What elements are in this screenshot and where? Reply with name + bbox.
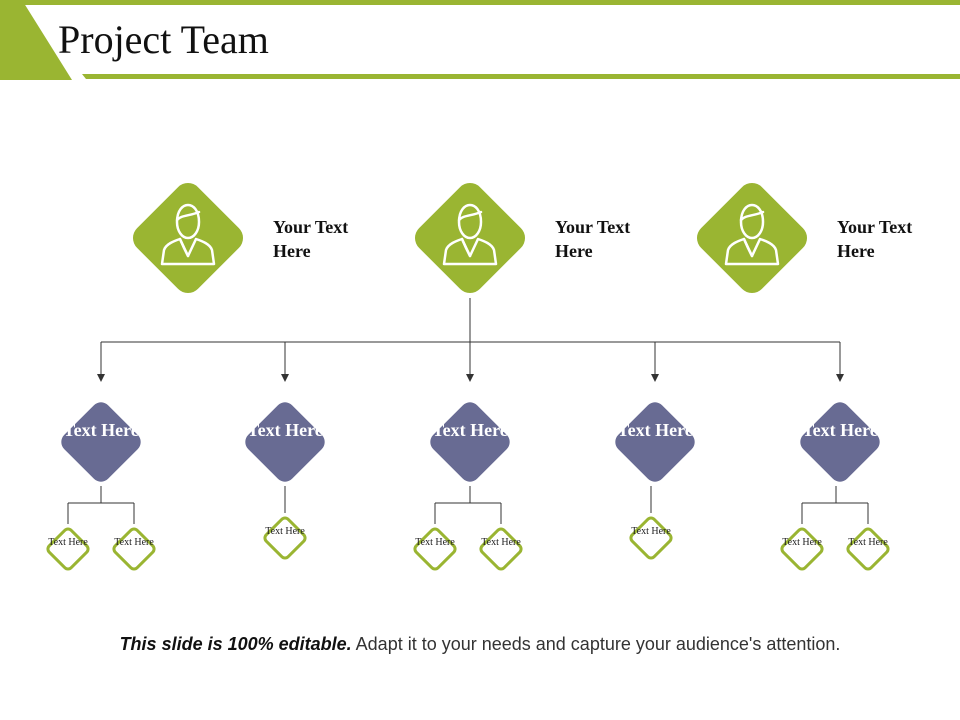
member-label: Text Here	[617, 420, 693, 440]
member-label: Text Here	[802, 420, 878, 440]
footer-rest-text: Adapt it to your needs and capture your …	[351, 634, 841, 654]
sub-label: Text Here	[415, 537, 455, 548]
sub-label: Text Here	[265, 526, 305, 537]
sub-label: Text Here	[848, 537, 888, 548]
header-top-bar	[0, 0, 960, 5]
leader-text: Your Text Here	[555, 217, 631, 261]
person-icon	[724, 203, 780, 266]
footer-note: This slide is 100% editable. Adapt it to…	[0, 634, 960, 655]
member-label: Text Here	[63, 420, 139, 440]
header-underline	[82, 74, 960, 79]
leader-text: Your Text Here	[273, 217, 349, 261]
sub-label: Text Here	[48, 537, 88, 548]
sub-label: Text Here	[114, 537, 154, 548]
member-label: Text Here	[432, 420, 508, 440]
header-corner-triangle	[0, 0, 72, 80]
member-label: Text Here	[247, 420, 323, 440]
sub-label: Text Here	[481, 537, 521, 548]
person-icon	[160, 203, 216, 266]
sub-label: Text Here	[782, 537, 822, 548]
page-title: Project Team	[58, 17, 269, 62]
leader-text: Your Text Here	[837, 217, 913, 261]
person-icon	[442, 203, 498, 266]
header-decoration	[0, 0, 960, 80]
footer-bold-text: This slide is 100% editable.	[119, 634, 352, 654]
sub-label: Text Here	[631, 526, 671, 537]
